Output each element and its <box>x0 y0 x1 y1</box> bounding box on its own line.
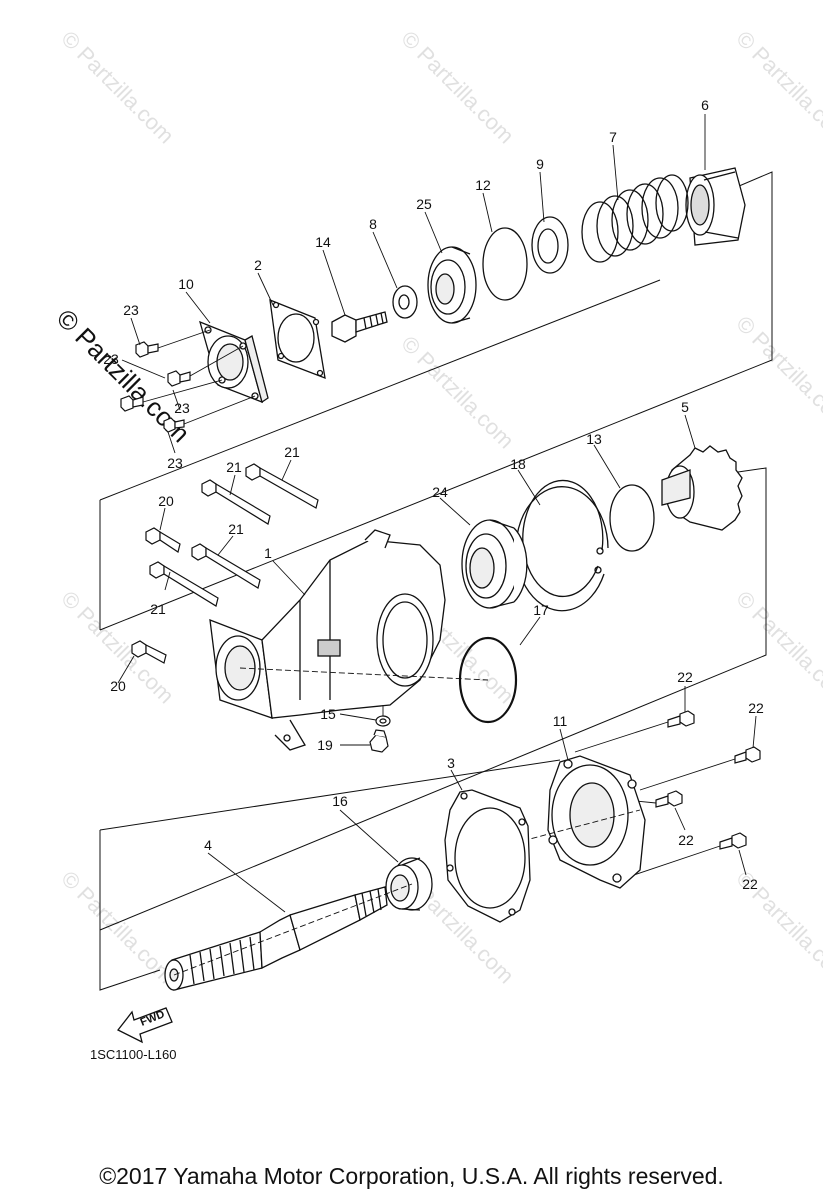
part-11-cover <box>547 755 646 889</box>
watermark: © Partzilla.com <box>731 586 823 709</box>
leader-lines <box>117 114 757 913</box>
watermark: © Partzilla.com <box>56 866 179 989</box>
callout-20: 20 <box>158 493 174 509</box>
part-2-gasket <box>269 298 326 380</box>
part-21-20-bolts <box>131 463 319 664</box>
part-12-oring <box>482 227 528 301</box>
callout-20: 20 <box>110 678 126 694</box>
part-10-cover <box>199 320 269 404</box>
callout-12: 12 <box>475 177 491 193</box>
callout-19: 19 <box>317 737 333 753</box>
part-5-gear <box>661 445 743 531</box>
middle-centerline <box>239 667 489 681</box>
part-15-washer <box>375 715 391 727</box>
watermark: © Partzilla.com <box>396 26 519 149</box>
lower-centerline <box>487 809 641 851</box>
callout-23: 23 <box>174 400 190 416</box>
callout-21: 21 <box>226 459 242 475</box>
part-25-bearing <box>427 246 477 324</box>
callout-23: 23 <box>103 351 119 367</box>
callout-22: 22 <box>677 669 693 685</box>
watermark: © Partzilla.com <box>56 26 179 149</box>
part-24-bearing <box>461 519 528 609</box>
part-9-washer <box>531 216 569 274</box>
part-23-bolts <box>120 341 191 433</box>
callout-24: 24 <box>432 484 448 500</box>
callout-10: 10 <box>178 276 194 292</box>
group-outlines <box>99 171 773 991</box>
callout-4: 4 <box>204 837 212 853</box>
callout-17: 17 <box>533 602 549 618</box>
callout-5: 5 <box>681 399 689 415</box>
callout-9: 9 <box>536 156 544 172</box>
watermark: © Partzilla.com <box>731 26 823 149</box>
callout-21: 21 <box>150 601 166 617</box>
callout-2: 2 <box>254 257 262 273</box>
callout-8: 8 <box>369 216 377 232</box>
part-19-plug <box>369 729 389 753</box>
callout-23: 23 <box>167 455 183 471</box>
copyright-notice: ©2017 Yamaha Motor Corporation, U.S.A. A… <box>99 1163 724 1189</box>
shaft-centerline <box>173 883 413 976</box>
part-14-bolt <box>331 311 388 343</box>
callout-25: 25 <box>416 196 432 212</box>
lower-frame <box>99 467 767 931</box>
part-18-circlip <box>515 479 609 612</box>
callout-11: 11 <box>553 713 568 729</box>
callout-labels: 6 7 9 12 25 8 14 2 10 23 23 23 23 5 13 1… <box>103 97 764 892</box>
part-16-oil-seal <box>385 857 433 911</box>
drawing-code: 1SC1100-L160 <box>90 1047 177 1062</box>
watermark: © Partzilla.com <box>396 331 519 454</box>
callout-15: 15 <box>320 706 336 722</box>
callout-18: 18 <box>510 456 526 472</box>
callout-21: 21 <box>228 521 244 537</box>
callout-7: 7 <box>609 129 617 145</box>
callout-3: 3 <box>447 755 455 771</box>
callout-16: 16 <box>332 793 348 809</box>
callout-21: 21 <box>284 444 300 460</box>
callout-14: 14 <box>315 234 331 250</box>
callout-22: 22 <box>678 832 694 848</box>
callout-1: 1 <box>264 545 272 561</box>
part-22-bolts <box>655 710 761 850</box>
part-8-collar <box>392 285 418 319</box>
callout-23: 23 <box>123 302 139 318</box>
watermark: © Partzilla.com <box>731 311 823 434</box>
fwd-arrow-icon: FWD <box>117 1007 173 1044</box>
part-4-shaft <box>164 886 388 991</box>
part-6-coupling <box>685 167 746 246</box>
shaft-frame <box>99 830 161 991</box>
shaft-frame-top <box>99 759 561 831</box>
callout-13: 13 <box>586 431 602 447</box>
callout-6: 6 <box>701 97 709 113</box>
part-13-ring <box>609 484 655 552</box>
part-17-oring <box>458 636 518 724</box>
middle-group-outline <box>99 279 661 501</box>
part-7-spring <box>581 174 689 263</box>
callout-22: 22 <box>748 700 764 716</box>
part-10-bolt-paths <box>142 329 256 425</box>
upper-group-outline <box>99 171 773 631</box>
callout-22: 22 <box>742 876 758 892</box>
part-3-gasket <box>444 789 531 923</box>
